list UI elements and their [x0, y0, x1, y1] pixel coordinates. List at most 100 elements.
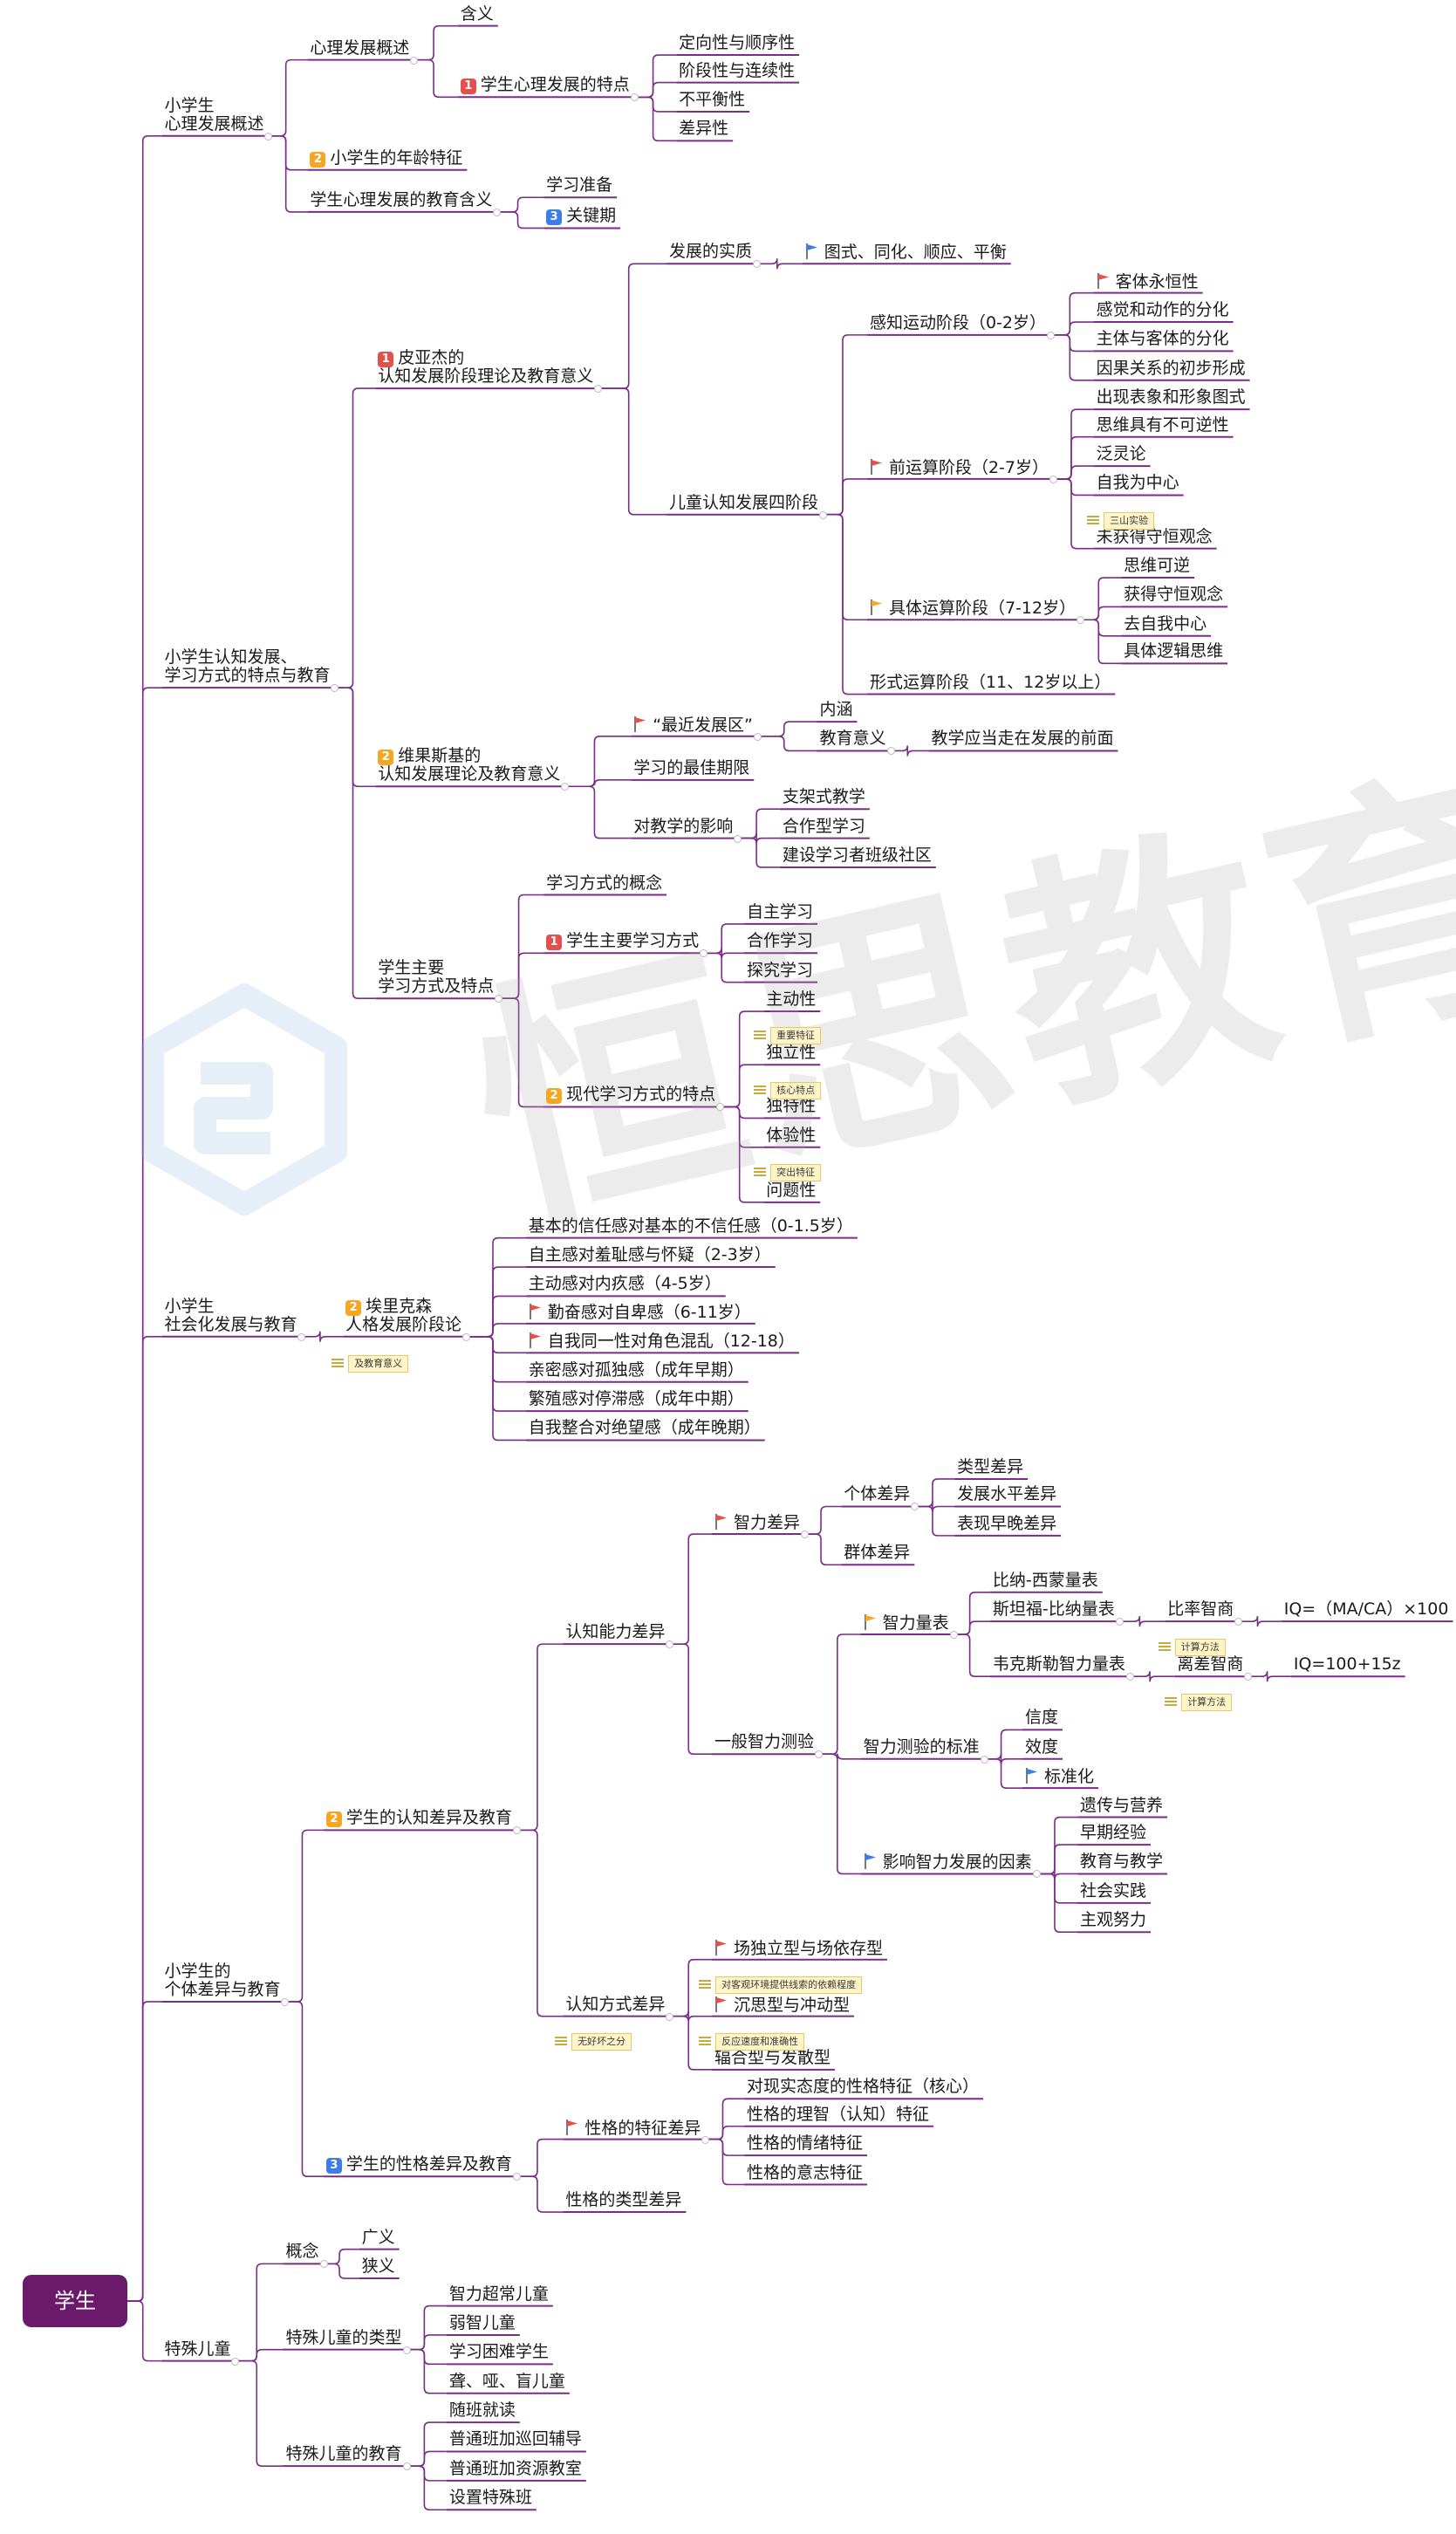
topic-n5c4[interactable]: 设置特殊班 [449, 2489, 532, 2507]
topic-n3a8[interactable]: 自我整合对绝望感（成年晚期） [529, 1419, 761, 1437]
collapse-toggle[interactable] [911, 1503, 919, 1511]
topic-n4a1b1c1a[interactable]: IQ=100+15z [1294, 1655, 1401, 1674]
topic-n2c3b[interactable]: 独立性 [766, 1044, 816, 1062]
topic-n4a2[interactable]: 认知方式差异 [565, 1995, 665, 2014]
topic-n2a2c3[interactable]: 去自我中心 [1124, 614, 1206, 634]
note-note_jisuan1[interactable]: 计算方法 [1158, 1638, 1226, 1656]
collapse-toggle[interactable] [231, 2357, 240, 2366]
topic-n3a4[interactable]: 勤奋感对自卑感（6-11岁） [529, 1303, 751, 1322]
topic-n5c[interactable]: 特殊儿童的教育 [286, 2445, 402, 2463]
topic-n4a1b3e[interactable]: 主观努力 [1080, 1911, 1146, 1929]
topic-n1a[interactable]: 心理发展概述 [310, 38, 409, 58]
collapse-toggle[interactable] [297, 1332, 306, 1341]
topic-n4a1b3b[interactable]: 早期经验 [1080, 1824, 1146, 1842]
topic-n4a1b1b[interactable]: 斯坦福-比纳量表 [993, 1600, 1115, 1619]
collapse-toggle[interactable] [716, 1103, 725, 1112]
topic-n5b3[interactable]: 学习困难学生 [449, 2343, 549, 2361]
topic-n5b4[interactable]: 聋、哑、盲儿童 [449, 2372, 565, 2391]
topic-n1[interactable]: 小学生 心理发展概述 [164, 96, 263, 134]
topic-n2c3d[interactable]: 体验性 [766, 1126, 816, 1145]
topic-n4b1a[interactable]: 对现实态度的性格特征（核心） [747, 2078, 979, 2096]
topic-n5c1[interactable]: 随班就读 [449, 2401, 516, 2420]
topic-n4b1d[interactable]: 性格的意志特征 [747, 2163, 863, 2182]
note-note_jisuan2[interactable]: 计算方法 [1165, 1693, 1233, 1711]
collapse-toggle[interactable] [319, 2260, 328, 2269]
topic-n2c1[interactable]: 学习方式的概念 [546, 873, 662, 893]
topic-n4a1b1a[interactable]: 比纳-西蒙量表 [993, 1571, 1098, 1590]
topic-n2b1a[interactable]: 内涵 [819, 701, 852, 719]
topic-n2b1[interactable]: “最近发展区” [633, 716, 753, 735]
topic-n4a1b3a[interactable]: 遗传与营养 [1080, 1796, 1163, 1815]
central-topic[interactable]: 学生 [22, 2275, 127, 2328]
topic-n4a1b2a[interactable]: 信度 [1025, 1709, 1058, 1727]
topic-n2a2b4[interactable]: 自我为中心 [1097, 474, 1179, 492]
topic-n3a6[interactable]: 亲密感对孤独感（成年早期） [529, 1360, 744, 1380]
collapse-toggle[interactable] [495, 995, 503, 1003]
topic-n2a2a1[interactable]: 客体永恒性 [1097, 272, 1199, 291]
topic-n2c3a[interactable]: 主动性 [766, 990, 816, 1009]
topic-n4a1b2b[interactable]: 效度 [1025, 1737, 1058, 1757]
collapse-toggle[interactable] [410, 56, 419, 65]
topic-n2a1a[interactable]: 图式、同化、顺应、平衡 [805, 243, 1007, 262]
topic-n1a2d[interactable]: 差异性 [679, 120, 728, 138]
collapse-toggle[interactable] [753, 260, 762, 269]
topic-n2a2b5[interactable]: 未获得守恒观念 [1097, 527, 1213, 546]
collapse-toggle[interactable] [700, 949, 708, 958]
topic-n4b2[interactable]: 性格的类型差异 [565, 2191, 681, 2209]
note-note_zhongyao[interactable]: 重要特征 [754, 1026, 822, 1044]
topic-n4a1a1b[interactable]: 发展水平差异 [957, 1485, 1056, 1503]
topic-n5a1[interactable]: 广义 [362, 2228, 395, 2247]
collapse-toggle[interactable] [402, 2346, 411, 2354]
topic-n1a2a[interactable]: 定向性与顺序性 [679, 34, 795, 52]
collapse-toggle[interactable] [800, 1531, 809, 1538]
topic-n2b3a[interactable]: 支架式教学 [783, 788, 865, 806]
topic-n4a1b3c[interactable]: 教育与教学 [1080, 1853, 1163, 1871]
topic-n2b3[interactable]: 对教学的影响 [633, 817, 733, 836]
topic-n2a2b3[interactable]: 泛灵论 [1097, 445, 1146, 463]
note-note_wuhaohuai[interactable]: 无好坏之分 [555, 2033, 632, 2051]
topic-n4a1a[interactable]: 智力差异 [714, 1513, 800, 1532]
topic-n5c2[interactable]: 普通班加巡回辅导 [449, 2430, 582, 2448]
collapse-toggle[interactable] [1032, 1870, 1041, 1879]
topic-n2c3e[interactable]: 问题性 [766, 1181, 816, 1200]
topic-n2a2[interactable]: 儿童认知发展四阶段 [669, 493, 818, 512]
collapse-toggle[interactable] [493, 208, 502, 216]
topic-n4a2c[interactable]: 辐合型与发散型 [714, 2048, 831, 2067]
topic-n1a1[interactable]: 含义 [461, 4, 494, 24]
topic-n1c1[interactable]: 学习准备 [546, 176, 612, 195]
collapse-toggle[interactable] [512, 2173, 521, 2181]
topic-n2b3c[interactable]: 建设学习者班级社区 [783, 846, 932, 865]
note-note_waibu[interactable]: 对客观环境提供线索的依赖程度 [699, 1976, 863, 1995]
topic-n2a2a2[interactable]: 感觉和动作的分化 [1097, 301, 1229, 319]
topic-n2a2c4[interactable]: 具体逻辑思维 [1124, 642, 1223, 661]
collapse-toggle[interactable] [1115, 1618, 1124, 1627]
collapse-toggle[interactable] [630, 93, 639, 102]
topic-n4a1a1[interactable]: 个体差异 [844, 1485, 910, 1503]
topic-n4a1b1c[interactable]: 韦克斯勒智力量表 [993, 1655, 1125, 1674]
topic-n4a1[interactable]: 认知能力差异 [565, 1623, 665, 1641]
topic-n4a1a1c[interactable]: 表现早晚差异 [957, 1514, 1056, 1533]
topic-n2c2a[interactable]: 自主学习 [747, 902, 813, 921]
topic-n5a2[interactable]: 狭义 [362, 2257, 395, 2276]
topic-n4a1a2[interactable]: 群体差异 [844, 1544, 910, 1562]
topic-n2a2a3[interactable]: 主体与客体的分化 [1097, 330, 1229, 348]
collapse-toggle[interactable] [949, 1630, 958, 1639]
topic-n4a1b[interactable]: 一般智力测验 [714, 1733, 814, 1751]
topic-n2c[interactable]: 学生主要 学习方式及特点 [378, 959, 494, 996]
topic-n4a1b1c1[interactable]: 离差智商 [1177, 1655, 1243, 1674]
topic-n2c3c[interactable]: 独特性 [766, 1097, 816, 1115]
collapse-toggle[interactable] [701, 2135, 710, 2144]
topic-n4a2a[interactable]: 场独立型与场依存型 [714, 1939, 883, 1958]
topic-n3a7[interactable]: 繁殖感对停滞感（成年中期） [529, 1390, 744, 1408]
collapse-toggle[interactable] [281, 1997, 290, 2006]
topic-n4a1a1a[interactable]: 类型差异 [957, 1457, 1023, 1476]
collapse-toggle[interactable] [980, 1755, 988, 1764]
topic-n4a1b2[interactable]: 智力测验的标准 [864, 1737, 980, 1757]
collapse-toggle[interactable] [402, 2462, 411, 2471]
topic-n2b3b[interactable]: 合作型学习 [783, 817, 865, 836]
